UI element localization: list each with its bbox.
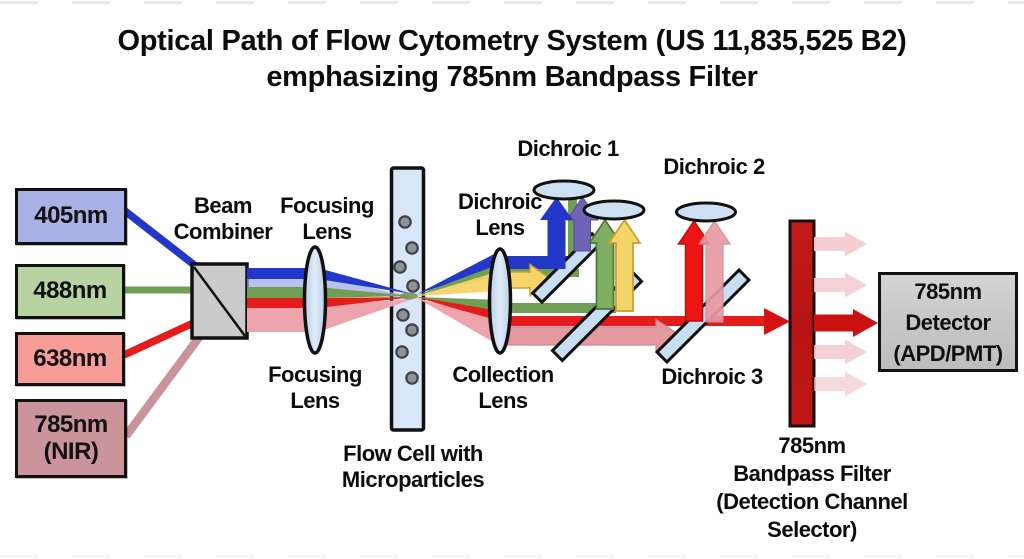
- laser-label-785nm: 785nm (NIR): [34, 410, 108, 465]
- blocked-arrows: [814, 231, 867, 397]
- detector-box: 785nm Detector (APD/PMT): [878, 272, 1018, 372]
- laser-label-405nm: 405nm: [34, 202, 108, 230]
- dichroic-2-label: Dichroic 2: [663, 154, 765, 179]
- focused-beams: [318, 268, 413, 332]
- arrow-pink-up: [697, 219, 732, 323]
- beam-red-horizontal: [498, 316, 766, 326]
- beam-combiner-box: [190, 262, 249, 340]
- laser-box-785nm: 785nm (NIR): [15, 399, 127, 478]
- focusing-lens-bottom-label: Focusing Lens: [268, 362, 362, 413]
- laser-box-488nm: 488nm: [15, 264, 125, 319]
- beam-green-horizontal: [498, 303, 616, 313]
- detection-lens-3: [675, 201, 737, 223]
- arrow-785-to-detector: [814, 309, 878, 337]
- microparticles: [393, 215, 420, 385]
- focusing-lens: [302, 245, 328, 355]
- dichroic-3-label: Dichroic 3: [661, 364, 763, 389]
- laser-label-638nm: 638nm: [33, 344, 107, 372]
- detection-lens-1: [532, 179, 596, 201]
- arrow-blue-up: [540, 197, 573, 269]
- focal-point: [400, 292, 418, 300]
- detection-lens-2: [582, 199, 646, 221]
- dichroic-1-label: Dichroic 1: [517, 136, 619, 161]
- collection-lens-label: Collection Lens: [452, 362, 554, 413]
- beam-combiner-label: Beam Combiner: [173, 193, 273, 244]
- laser-box-405nm: 405nm: [15, 188, 127, 245]
- beam-638-input: [122, 315, 204, 359]
- bottom-edge-artifact: [0, 555, 1024, 558]
- dichroic-lens-label: Dichroic Lens: [457, 189, 543, 240]
- focusing-lens-top-label: Focusing Lens: [280, 193, 374, 244]
- laser-label-488nm: 488nm: [33, 277, 107, 305]
- arrow-red-up: [677, 219, 711, 322]
- bandpass-filter-label: 785nm Bandpass Filter (Detection Channel…: [716, 433, 908, 542]
- beam-405-input: [122, 208, 205, 274]
- top-edge-artifact: [0, 1, 1024, 4]
- flow-cell-label: Flow Cell with Microparticles: [341, 441, 485, 492]
- detector-label: 785nm Detector (APD/PMT): [893, 278, 1003, 366]
- arrow-yellow-up: [607, 218, 642, 312]
- beam-red-arrowhead-filter: [764, 308, 790, 335]
- page-title: Optical Path of Flow Cytometry System (U…: [117, 25, 907, 93]
- beam-785-input: [122, 333, 204, 439]
- laser-box-638nm: 638nm: [15, 332, 125, 386]
- bandpass-filter: [788, 219, 816, 428]
- collection-lens: [487, 247, 513, 355]
- collected-beams: [417, 251, 500, 346]
